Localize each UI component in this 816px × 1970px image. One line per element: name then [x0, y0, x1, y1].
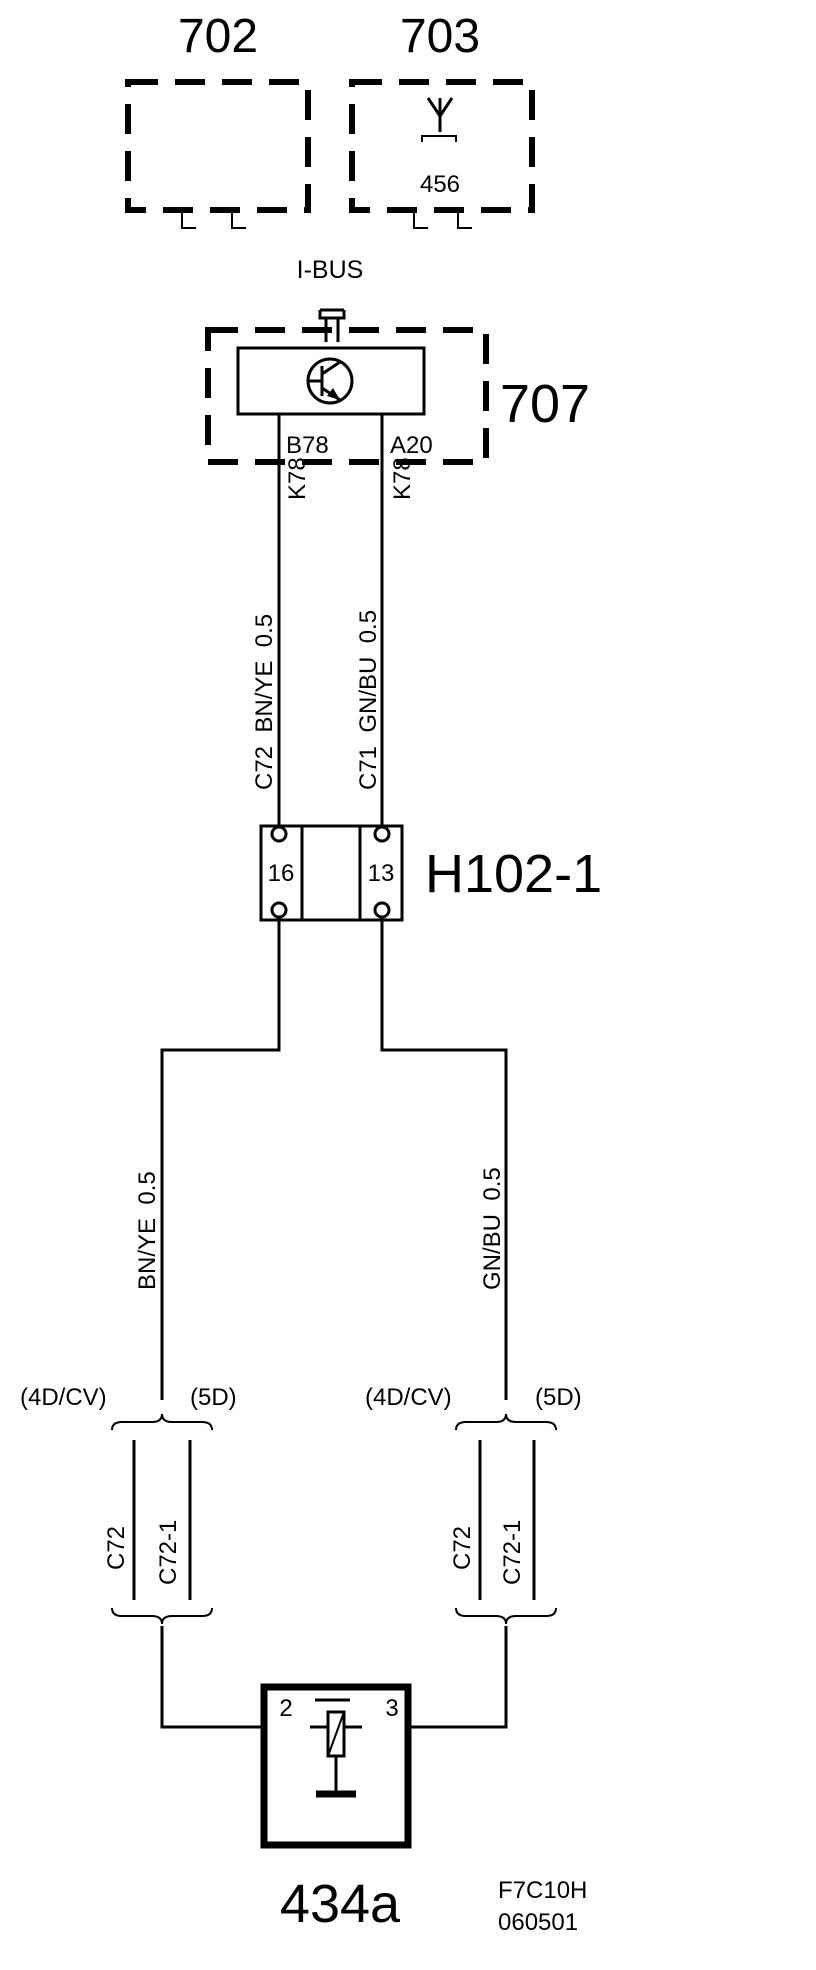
- component-702-terminals: [181, 210, 246, 229]
- component-707-pin-left: B78: [286, 432, 329, 459]
- splice-left-conn-a: C72: [103, 1526, 130, 1570]
- splice-left-conn-b: C72-1: [155, 1520, 182, 1585]
- diagram-code: F7C10H: [498, 1877, 587, 1904]
- diagram-date: 060501: [498, 1909, 578, 1936]
- solenoid-icon: [310, 1698, 362, 1798]
- wire-upper-left-label: C72 BN/YE 0.5: [251, 614, 278, 790]
- splice-right: (4D/CV) (5D) C72 C72-1: [365, 1384, 582, 1625]
- component-434a-label: 434a: [280, 1874, 401, 1934]
- component-702: 702: [125, 10, 311, 229]
- splice-left: (4D/CV) (5D) C72 C72-1: [20, 1384, 237, 1625]
- splice-left-bracket-bottom: [111, 1607, 213, 1625]
- connector-h102-1: 16 13 H102-1: [259, 824, 602, 922]
- splice-left-variant-a: (4D/CV): [20, 1384, 107, 1411]
- wire-to-434a-right: [407, 1626, 508, 1729]
- component-707-pin-right: A20: [390, 432, 433, 459]
- splice-left-variant-b: (5D): [190, 1384, 237, 1411]
- connector-h102-1-label: H102-1: [425, 844, 602, 904]
- wire-lower-left: BN/YE 0.5: [134, 918, 281, 1400]
- wire-lower-left-label: BN/YE 0.5: [134, 1171, 161, 1290]
- component-434a-pin-right: 3: [385, 1695, 398, 1722]
- connector-h102-1-pin-right: 13: [368, 860, 395, 887]
- wire-lower-right: GN/BU 0.5: [380, 918, 508, 1400]
- wire-upper-right: K78 C71 GN/BU 0.5: [355, 414, 416, 826]
- splice-right-conn-b: C72-1: [499, 1520, 526, 1585]
- splice-right-conn-a: C72: [449, 1526, 476, 1570]
- i-bus-label: I-BUS: [297, 256, 364, 284]
- component-707-label: 707: [500, 374, 590, 434]
- connector-h102-1-pin-left: 16: [268, 860, 295, 887]
- component-703: 703 456: [349, 10, 535, 229]
- component-703-terminals: [413, 210, 472, 229]
- splice-right-variant-b: (5D): [535, 1384, 582, 1411]
- component-702-label: 702: [178, 10, 258, 63]
- component-434a: 2 3 434a: [260, 1683, 412, 1934]
- component-702-dashed-box: [125, 79, 311, 213]
- component-703-dashed-box: [349, 79, 535, 213]
- wire-upper-right-connector: K78: [389, 457, 416, 500]
- wire-upper-left: K78 C72 BN/YE 0.5: [251, 414, 311, 826]
- antenna-icon: [421, 97, 457, 142]
- component-434a-pin-left: 2: [279, 1695, 292, 1722]
- wire-upper-left-connector: K78: [284, 457, 311, 500]
- component-707-dashed-box: [205, 327, 489, 465]
- component-707: I-BUS 707 B78 A20: [205, 256, 590, 465]
- transistor-icon: [306, 357, 354, 405]
- component-703-label: 703: [400, 10, 480, 63]
- diagram-footer: F7C10H 060501: [498, 1877, 587, 1936]
- component-434a-box: [260, 1683, 412, 1849]
- component-703-pin: 456: [420, 171, 460, 198]
- i-bus-connector: [318, 308, 346, 342]
- splice-right-variant-a: (4D/CV): [365, 1384, 452, 1411]
- wire-upper-right-label: C71 GN/BU 0.5: [355, 610, 382, 790]
- wire-to-434a-left: [160, 1626, 264, 1729]
- splice-left-bracket-top: [111, 1413, 213, 1431]
- wire-lower-right-label: GN/BU 0.5: [479, 1167, 506, 1290]
- splice-right-bracket-bottom: [455, 1607, 557, 1625]
- splice-right-bracket-top: [455, 1413, 557, 1431]
